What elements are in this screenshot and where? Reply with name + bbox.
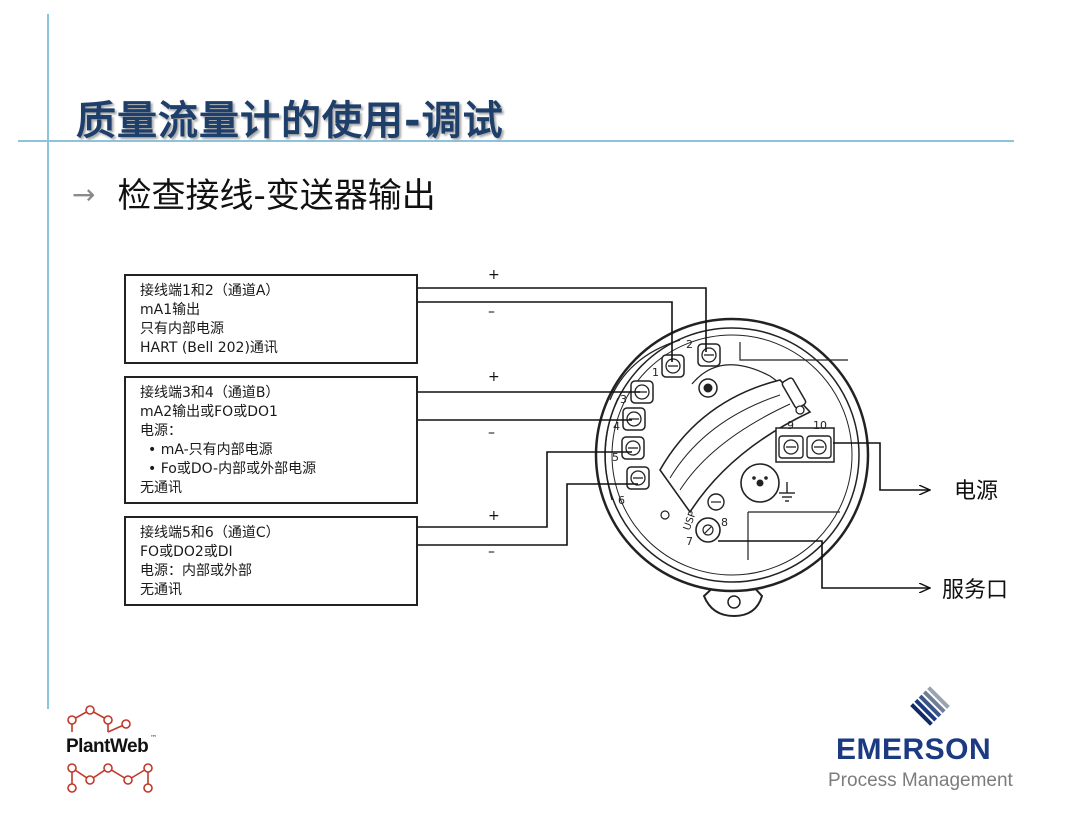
channel-b-box: 接线端3和4（通道B） mA2输出或FO或DO1 电源： • mA-只有内部电源…: [124, 376, 418, 504]
wire-c-plus: [418, 451, 632, 528]
c-minus-label: –: [488, 544, 495, 560]
plantweb-logo-icon: [67, 705, 153, 793]
center-screw: [740, 463, 780, 503]
service-port-label: 服务口: [942, 578, 1008, 603]
terminal-label-8: 8: [721, 516, 728, 529]
terminal-label-9: 9: [787, 419, 794, 432]
wire-a-plus: [418, 287, 707, 352]
vertical-guide-line: [47, 14, 49, 709]
wiring: [418, 287, 930, 588]
c-plus-label: +: [488, 508, 500, 524]
channel-b-title: 接线端3和4（通道B）: [140, 385, 280, 401]
slide-title: 质量流量计的使用-调试: [76, 98, 504, 144]
channel-b-comm: 无通讯: [140, 480, 182, 496]
channel-a-output: mA1输出: [140, 302, 201, 318]
power-terminals: [775, 427, 835, 463]
plantweb-trademark: ™: [150, 734, 157, 742]
b-minus-label: –: [488, 425, 495, 441]
channel-a-power: 只有内部电源: [140, 321, 224, 337]
terminal-label-6: 6: [618, 494, 625, 507]
power-label: 电源: [954, 479, 998, 504]
a-minus-label: –: [488, 304, 495, 320]
terminal-label-3: 3: [620, 393, 627, 406]
channel-c-comm: 无通讯: [140, 582, 182, 598]
terminal-label-10: 10: [813, 419, 827, 432]
terminal-label-1: 1: [652, 366, 659, 379]
channel-b-power-ma: • mA-只有内部电源: [148, 442, 273, 458]
service-port-arrow: [718, 540, 930, 588]
electronics-cover: [659, 377, 812, 514]
emerson-tagline: Process Management: [828, 770, 1013, 791]
wire-c-minus: [418, 483, 638, 546]
subtitle-text: 检查接线-变送器输出: [117, 176, 436, 216]
slide-subtitle: → 检查接线-变送器输出: [72, 168, 436, 217]
channel-b-power-heading: 电源：: [140, 423, 182, 439]
channel-b-output: mA2输出或FO或DO1: [140, 404, 278, 420]
channel-a-title: 接线端1和2（通道A）: [140, 283, 280, 299]
channel-c-title: 接线端5和6（通道C）: [140, 525, 280, 541]
emerson-logo-icon: [910, 686, 950, 726]
channel-c-output: FO或DO2或DI: [140, 544, 233, 560]
ground-icon: [779, 482, 795, 502]
power-arrow: [833, 442, 930, 490]
title-underline: [18, 140, 1014, 142]
a-plus-label: +: [488, 267, 500, 283]
service-port: [660, 510, 721, 543]
terminal-label-2: 2: [686, 338, 693, 351]
channel-c-box: 接线端5和6（通道C） FO或DO2或DI 电源：内部或外部 无通讯: [124, 516, 418, 606]
small-screw: [707, 493, 725, 511]
terminal-label-4: 4: [613, 420, 620, 433]
terminal-label-7: 7: [686, 535, 693, 548]
b-plus-label: +: [488, 369, 500, 385]
terminal-label-5: 5: [612, 451, 619, 464]
channel-a-box: 接线端1和2（通道A） mA1输出 只有内部电源 HART (Bell 202)…: [124, 274, 418, 364]
emerson-wordmark: EMERSON: [836, 733, 992, 766]
channel-b-power-fo: • Fo或DO-内部或外部电源: [148, 461, 317, 477]
arrow-icon: →: [72, 178, 96, 211]
channel-c-power: 电源：内部或外部: [140, 563, 252, 579]
wire-a-minus: [418, 301, 673, 362]
channel-a-comm: HART (Bell 202)通讯: [140, 340, 278, 356]
plantweb-wordmark: PlantWeb: [66, 736, 149, 757]
